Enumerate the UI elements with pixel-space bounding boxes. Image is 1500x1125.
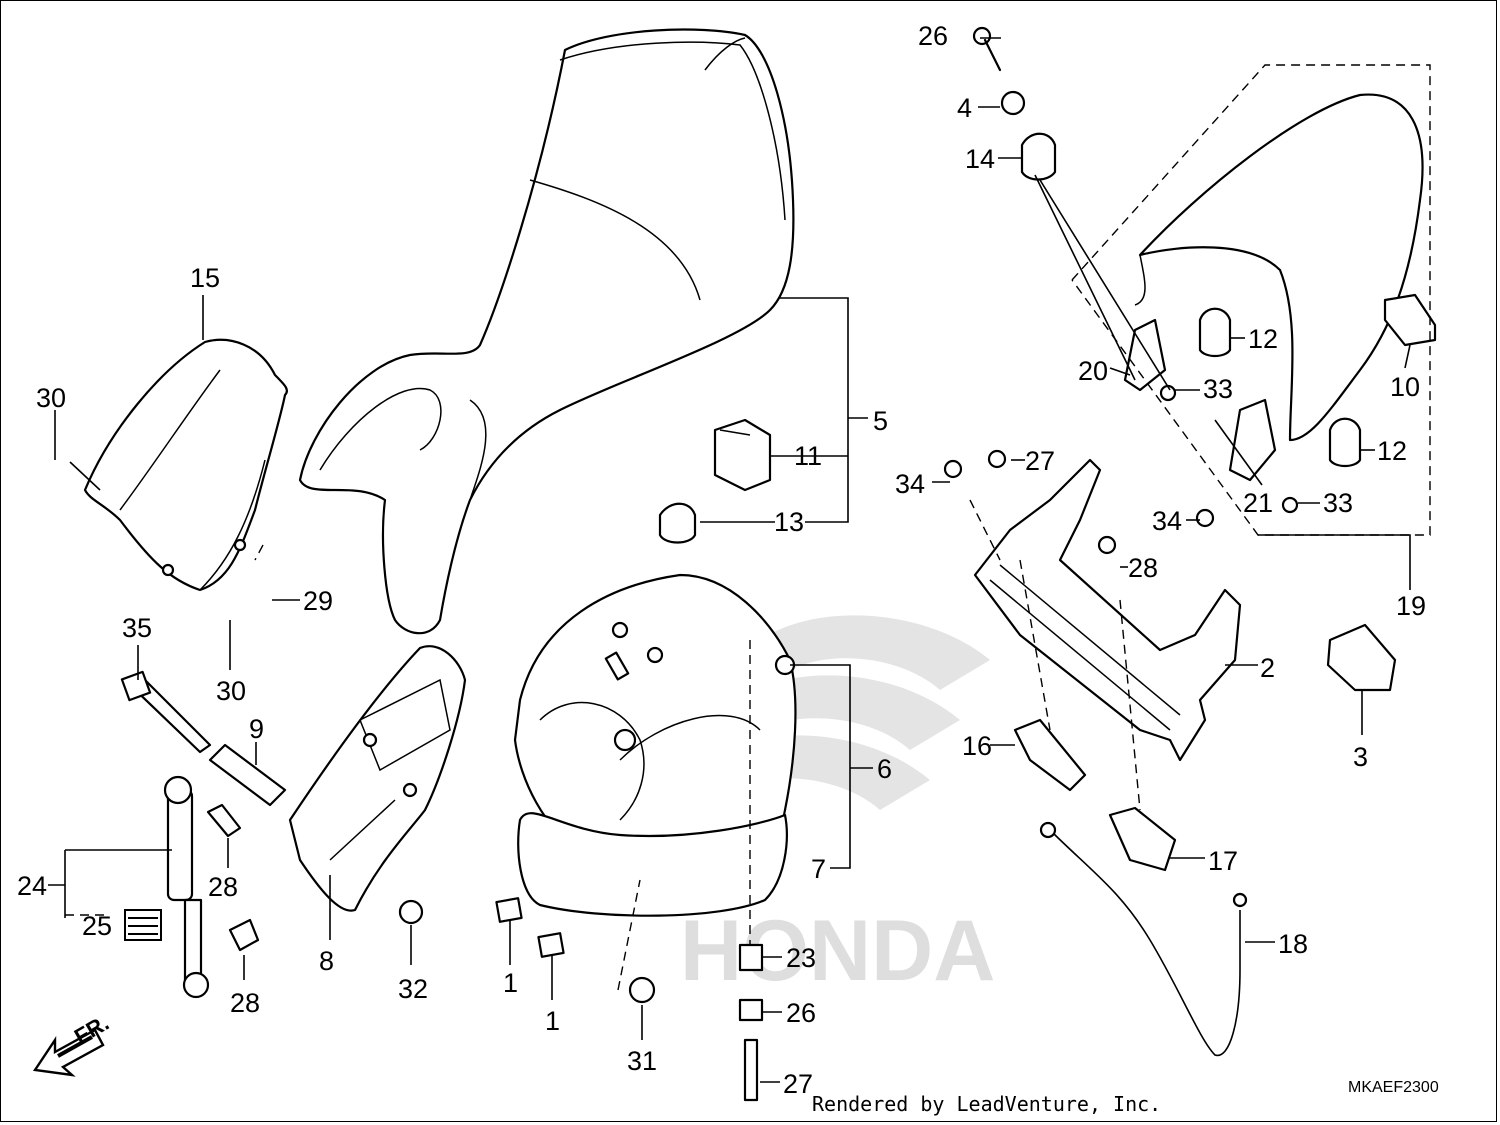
callout-23: 24	[17, 871, 47, 901]
callout-28b: 28	[230, 988, 260, 1018]
callout-2: 2	[1260, 653, 1275, 683]
callout-19: 19	[1396, 591, 1426, 621]
bracket-3	[1326, 623, 1397, 692]
callout-25: 26	[786, 998, 816, 1028]
leader-lines	[54, 37, 1411, 1083]
group-brackets	[48, 297, 1411, 918]
callout-6: 6	[877, 754, 892, 784]
callout-1a: 1	[503, 968, 518, 998]
callout-20: 20	[1078, 356, 1108, 386]
callout-32: 32	[398, 974, 428, 1004]
callout-9: 9	[249, 714, 264, 744]
callout-27a: 27	[1025, 446, 1055, 476]
callout-21: 21	[1243, 488, 1273, 518]
callout-labels: 15 30 29 30 35 9 28 24 25 8 32 28 1 1 31…	[17, 21, 1426, 1099]
callout-28a: 28	[208, 872, 238, 902]
callout-7: 7	[811, 854, 826, 884]
callout-26b: 27	[783, 1069, 813, 1099]
callout-15: 15	[190, 263, 220, 293]
callout-34b: 34	[1152, 506, 1182, 536]
small-bolts-left	[228, 899, 424, 952]
callout-1b: 1	[545, 1006, 560, 1036]
bolt-and-collar	[120, 670, 287, 838]
callout-5: 5	[873, 406, 888, 436]
callout-18: 18	[1278, 929, 1308, 959]
callout-12a: 12	[1248, 324, 1278, 354]
seat-frame-stay	[973, 458, 1242, 762]
callout-30a: 30	[36, 383, 66, 413]
rear-cover	[83, 338, 289, 592]
callout-16: 16	[962, 731, 992, 761]
callout-30b: 30	[216, 676, 246, 706]
rubber-pad	[495, 897, 523, 923]
seat-lock-parts	[1013, 718, 1248, 1057]
callout-8: 8	[319, 946, 334, 976]
front-direction-arrow: FR.	[32, 1010, 113, 1077]
render-credit: Rendered by LeadVenture, Inc.	[812, 1092, 1162, 1116]
callout-34a: 34	[895, 469, 925, 499]
seat-rubbers	[658, 418, 772, 544]
callout-17: 17	[1208, 846, 1238, 876]
callout-14: 14	[965, 144, 995, 174]
callout-13: 13	[774, 507, 804, 537]
callout-35: 35	[122, 613, 152, 643]
callout-4: 4	[957, 93, 972, 123]
seat-hinge-bracket	[288, 645, 467, 924]
callout-12b: 12	[1377, 436, 1407, 466]
main-seat	[298, 28, 795, 635]
dashed-guides	[65, 64, 1431, 991]
callout-3: 3	[1353, 742, 1368, 772]
watermark-text: HONDA	[680, 903, 995, 999]
callout-33a: 33	[1203, 374, 1233, 404]
diagram-code: MKAEF2300	[1348, 1079, 1439, 1096]
pillion-hardware	[1123, 293, 1437, 514]
gas-strut	[124, 775, 210, 999]
callout-22: 23	[786, 943, 816, 973]
callout-31: 31	[627, 1046, 657, 1076]
callout-24: 25	[82, 911, 112, 941]
callout-33b: 33	[1323, 488, 1353, 518]
callout-27b: 28	[1128, 553, 1158, 583]
callout-10: 10	[1390, 372, 1420, 402]
rubber-pad-2	[537, 932, 565, 958]
callout-26a: 26	[918, 21, 948, 51]
frame-bolts	[943, 449, 1215, 555]
callout-29: 29	[303, 586, 333, 616]
callout-11: 11	[794, 441, 822, 471]
pillion-fasteners	[972, 26, 1057, 181]
storage-box	[513, 573, 797, 917]
box-fasteners	[628, 943, 764, 1102]
pillion-seat	[1134, 93, 1424, 442]
